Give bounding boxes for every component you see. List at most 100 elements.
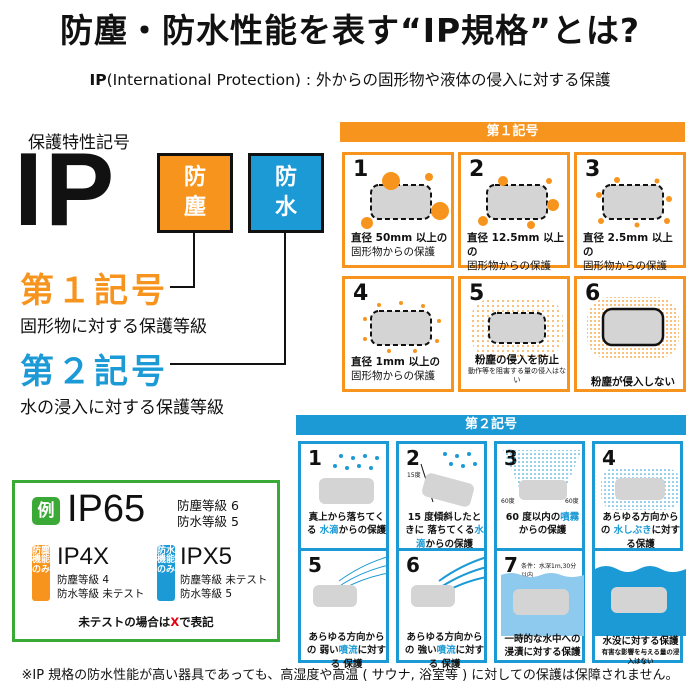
water-caption-end: からの保護 — [425, 538, 474, 550]
second-digit-label: 第２記号 — [20, 352, 168, 392]
untested-note: 未テストの場合はXで表記 — [15, 614, 277, 630]
water-level-card: 7 条件：水深1m,30分以内 一時的な水中への 浸漬に対する保護 — [494, 548, 585, 663]
water-box-line2: 水 — [274, 195, 297, 220]
water-only-tag: 防水機能のみ — [157, 545, 175, 601]
dust-level-number: 2 — [469, 157, 485, 182]
water-level-1-illustration — [319, 454, 379, 504]
dust-level-card: 2 直径 12.5mm 以上の固形物からの保護 — [458, 152, 570, 272]
water-level-number: 4 — [602, 446, 616, 470]
dust-level-caption: 直径 50mm 以上の固形物からの保護 — [351, 231, 451, 259]
dust-caption-bold: 粉塵の侵入を防止 — [475, 354, 559, 366]
dust-only-tag: 防塵機能のみ — [32, 545, 50, 601]
water-caption-end: からの保護 — [338, 525, 387, 537]
first-digit-description: 固形物に対する保護等級 — [20, 317, 207, 337]
page-title: 防塵・防水性能を表す“IP規格”とは? — [60, 11, 640, 50]
water-caption-end: に対する保護 — [626, 525, 681, 550]
water-caption-text: あらゆる方向からの — [600, 512, 679, 537]
water-level-2-illustration — [420, 452, 477, 507]
dust-level-number: 5 — [469, 281, 485, 306]
water-level-number: 6 — [406, 553, 420, 577]
dust-level-caption: 直径 12.5mm 以上の固形物からの保護 — [467, 231, 567, 274]
dust-box-line1: 防 — [183, 165, 206, 191]
water-level-3-illustration — [503, 450, 582, 500]
water-level-6-illustration — [411, 556, 488, 607]
tilt-angle-note: 15度 — [407, 472, 421, 479]
water-level-caption: あらゆる方向からの 弱い噴流に対する 保護 — [306, 631, 387, 671]
water-level-caption: 15 度傾斜したときに 落ちてくる水滴からの保護 — [404, 511, 485, 551]
water-digit-box: 防 水 — [248, 153, 324, 233]
dust-level-caption: 粉塵が侵入しない — [583, 375, 683, 389]
dust-level-number: 6 — [585, 281, 601, 306]
dust-caption-bold: 直径 50mm 以上の — [351, 232, 448, 244]
water-level-card: 3 60度 60度 60 度以内の噴霧からの保護 — [494, 441, 585, 556]
ip-letters: IP — [14, 132, 117, 248]
water-caption-keyword: 噴流 — [338, 645, 358, 657]
dust-level-caption: 直径 2.5mm 以上の固形物からの保護 — [583, 231, 683, 274]
second-digit-leader-line — [170, 233, 286, 365]
water-level-4-illustration — [601, 468, 680, 510]
water-level-caption: 水没に対する保護有害な影響を与える量の浸入はない — [600, 635, 681, 665]
dust-caption-text: 固形物からの保護 — [467, 260, 551, 273]
example-code-ipx5: IPX5 — [180, 543, 233, 570]
example-dust-grade: 防塵等級 6 — [177, 498, 239, 513]
spray-angle-note-left: 60度 — [501, 498, 515, 505]
water-caption-end: に対する 保護 — [428, 645, 485, 670]
example-code-ip65: IP65 — [67, 488, 146, 530]
dust-level-6-illustration — [587, 297, 679, 359]
dust-level-number: 3 — [585, 157, 601, 182]
dust-level-card: 5 粉塵の侵入を防止動作等を阻害する量の侵入はない — [458, 276, 570, 392]
dust-caption-bold: 直径 12.5mm 以上の — [467, 232, 565, 259]
dust-caption-bold: 粉塵が侵入しない — [591, 376, 675, 388]
water-caption-keyword: 水滴 — [415, 525, 484, 550]
ipx5-dust-grade: 防塵等級 未テスト — [180, 574, 268, 586]
protection-symbol-caption: 保護特性記号 — [28, 133, 130, 153]
water-caption-text: あらゆる方向からの 強い — [404, 632, 483, 657]
dust-level-3-illustration — [596, 177, 672, 228]
water-caption-text: 真上から落ちてくる — [306, 512, 385, 537]
second-digit-description: 水の浸入に対する保護等級 — [20, 398, 224, 418]
dust-box-line2: 塵 — [183, 195, 206, 220]
dust-level-number: 4 — [353, 281, 369, 306]
dust-caption-note: 動作等を阻害する量の侵入はない — [468, 367, 566, 385]
ipx5-water-grade: 防水等級 5 — [180, 588, 233, 600]
water-caption-note: 有害な影響を与える量の浸入はない — [601, 648, 680, 665]
dust-caption-bold: 直径 1mm 以上の — [351, 356, 440, 368]
dust-level-card: 1 直径 50mm 以上の固形物からの保護 — [342, 152, 454, 268]
water-level-caption: あらゆる方向からの 強い噴流に対する 保護 — [404, 631, 485, 671]
footnote: ※IP 規格の防水性能が高い器具であっても、高湿度や高温 ( サウナ, 浴室等 … — [21, 668, 679, 683]
dust-level-caption: 粉塵の侵入を防止動作等を阻害する量の侵入はない — [467, 353, 567, 385]
dust-level-card: 3 直径 2.5mm 以上の固形物からの保護 — [574, 152, 686, 272]
ip4x-dust-grade: 防塵等級 4 — [57, 574, 110, 586]
first-digit-label: 第１記号 — [20, 271, 168, 311]
example-badge: 例 — [32, 497, 60, 525]
water-level-card: 2 15度 15 度傾斜したときに 落ちてくる水滴からの保護 — [396, 441, 487, 556]
water-level-caption: 60 度以内の噴霧からの保護 — [502, 511, 583, 538]
water-level-card: 6 あらゆる方向からの 強い噴流に対する 保護 — [396, 548, 488, 670]
subtitle-text: (International Protection) : 外からの固形物や液体の… — [106, 71, 611, 89]
dust-level-2-illustration — [478, 176, 559, 229]
water-caption-text: 15 度傾斜したときに 落ちてくる — [405, 512, 482, 537]
water-level-number: 5 — [308, 553, 322, 577]
untested-x-mark: X — [170, 615, 180, 629]
subtitle: IP(International Protection) : 外からの固形物や液… — [0, 68, 700, 90]
water-caption-keyword: 噴霧 — [560, 512, 580, 523]
water-caption-text: 60 度以内の — [505, 512, 561, 523]
water-level-number: 1 — [308, 446, 322, 470]
water-caption-text: 水没に対する保護 — [602, 636, 679, 647]
water-level-number: 2 — [406, 446, 420, 470]
dust-level-5-illustration — [471, 299, 563, 357]
immersion-condition-note: 条件：水深1m,30分以内 — [521, 563, 577, 579]
water-caption-end: からの保護 — [518, 525, 567, 537]
example-water-grade: 防水等級 5 — [177, 514, 239, 529]
water-level-caption: 真上から落ちてくる 水滴からの保護 — [306, 511, 387, 538]
dust-level-card: 6 粉塵が侵入しない — [574, 276, 686, 392]
water-level-card: 1 真上から落ちてくる 水滴からの保護 — [298, 441, 389, 556]
dust-digit-box: 防 塵 — [157, 153, 233, 233]
water-level-caption: 一時的な水中への 浸漬に対する保護 — [502, 633, 583, 660]
water-caption-text: あらゆる方向からの 弱い — [306, 632, 385, 657]
water-box-line1: 防 — [274, 165, 297, 191]
water-level-number: 7 — [504, 553, 518, 577]
dust-caption-text: 固形物からの保護 — [351, 246, 435, 259]
first-digit-leader-line — [170, 233, 195, 288]
